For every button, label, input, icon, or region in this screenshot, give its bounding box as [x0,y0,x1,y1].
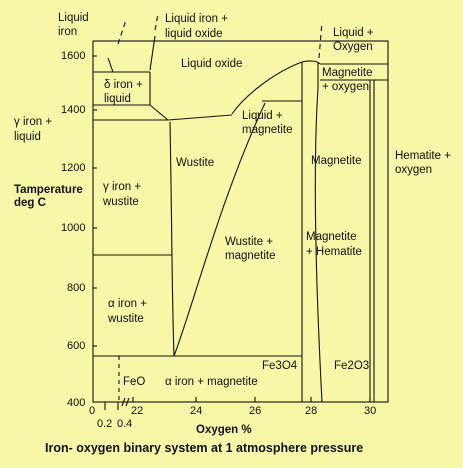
label-liquid-magnetite-1: Liquid + [242,110,283,122]
wustite-left-boundary [169,121,175,357]
y-tick-600: 600 [67,340,86,352]
x-tick-24: 24 [190,405,203,417]
x-tick-22: 22 [131,405,144,417]
label-gamma-liquid-1: γ iron + [14,116,53,128]
y-tick-1600: 1600 [61,50,86,62]
y-axis-title-line1: Tamperature [14,184,83,196]
liquidus-right-dashed [154,13,159,31]
y-tick-1400: 1400 [61,104,86,116]
x-tick-0-2: 0.2 [97,418,113,430]
label-alpha-wustite-2: wustite [108,313,144,325]
label-hematite-oxygen-1: Hematite + [395,150,451,162]
label-magnetite-hematite-1: Magnetite [306,231,357,243]
label-magnetite-hematite-2: + Hematite [306,246,362,258]
label-feo: FeO [123,376,146,388]
label-liquid-magnetite-2: magnetite [242,124,293,136]
liquidus-right [149,35,156,71]
x-tick-30: 30 [364,405,377,417]
label-wustite: Wustite [176,157,215,169]
liquidus-left-dashed [117,19,127,45]
label-liquid-iron-oxide-2: liquid oxide [165,28,223,40]
label-alpha-wustite-1: α iron + [108,298,147,310]
label-gamma-wustite-1: γ iron + [103,181,142,193]
label-fe3o4: Fe3O4 [262,360,298,372]
y-tick-400: 400 [67,397,86,409]
label-gamma-wustite-2: wustite [103,196,139,208]
y-tick-1000: 1000 [61,222,86,234]
label-magnetite-oxygen-1: Magnetite [322,67,373,79]
label-wustite-magnetite-2: magnetite [225,250,276,262]
label-liquid-iron-1: Liquid [58,12,89,24]
magnetite-right-boundary [314,87,323,403]
liquid-oxide-dome [231,60,321,115]
label-gamma-liquid-2: liquid [14,131,41,143]
label-liquid-oxygen-2: Oxygen [333,41,373,53]
x-axis-title: Oxygen % [196,424,252,436]
label-liquid-iron-2: iron [58,26,78,38]
label-delta-liquid-2: liquid [104,93,131,105]
label-magnetite-oxygen-2: + oxygen [322,81,369,93]
label-hematite-oxygen-2: oxygen [395,164,433,176]
label-liquid-oxide: Liquid oxide [181,58,243,70]
diagram-caption: Iron- oxygen binary system at 1 atmosphe… [45,441,364,455]
label-wustite-magnetite-1: Wustite + [225,236,274,248]
x-tick-28: 28 [305,405,318,417]
label-delta-liquid-1: δ iron + [104,79,143,91]
label-fe2o3: Fe2O3 [334,360,370,372]
x-tick-0-4: 0.4 [117,418,133,430]
wustite-right-boundary [173,102,266,357]
plot-frame [92,40,389,403]
y-tick-1200: 1200 [61,162,86,174]
label-liquid-oxygen-1: Liquid + [333,27,374,39]
y-tick-800: 800 [67,282,86,294]
label-magnetite: Magnetite [311,155,362,167]
label-alpha-magnetite: α iron + magnetite [165,376,258,388]
x-tick-26: 26 [249,405,262,417]
liquidus-left [107,57,114,73]
label-liquid-iron-oxide-1: Liquid iron + [165,13,228,25]
y-axis-title-line2: deg C [14,197,46,209]
x-tick-0: 0 [89,405,96,417]
